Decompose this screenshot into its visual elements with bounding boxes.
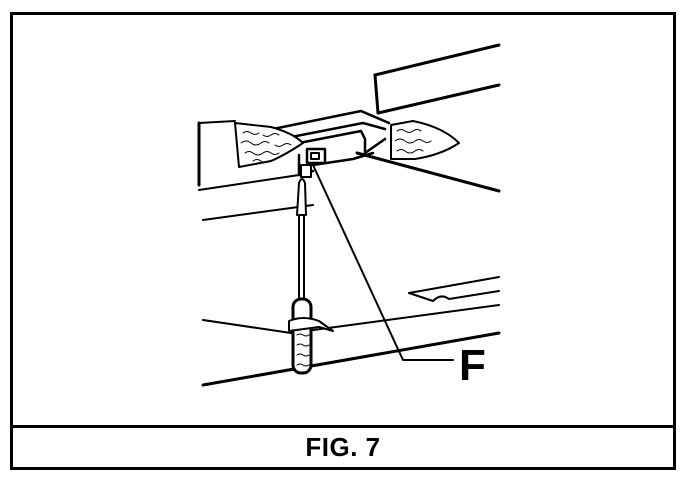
- lower-panel: [201, 276, 501, 387]
- caption-divider: [13, 425, 673, 428]
- figure-frame: F FIG. 7: [10, 12, 676, 470]
- insulation-icon: [390, 120, 460, 160]
- cabinet-box: [373, 43, 501, 115]
- figure-caption: FIG. 7: [305, 432, 381, 462]
- insulation-icon: [234, 122, 304, 168]
- mounting-clip: [300, 147, 327, 178]
- callout-label-f: F: [459, 341, 486, 390]
- screwdriver-icon: [288, 178, 334, 375]
- installation-illustration: [197, 43, 501, 387]
- ceiling-panel: [197, 120, 501, 221]
- callout-leader-line: [312, 164, 454, 361]
